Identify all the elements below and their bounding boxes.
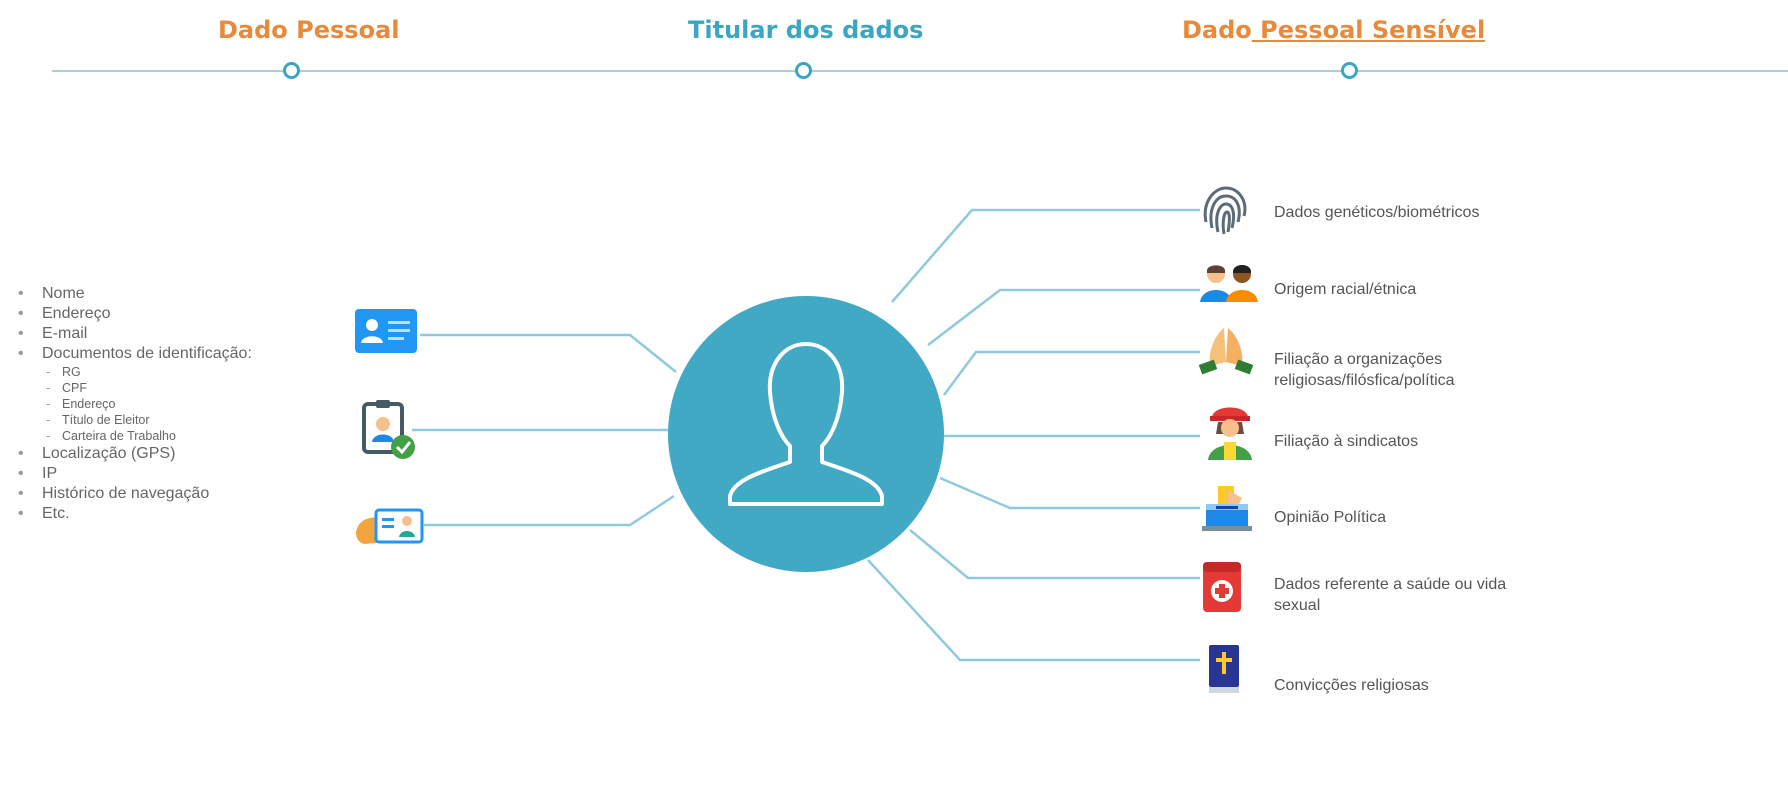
people-icon xyxy=(1200,265,1258,302)
connector-fingerprint xyxy=(891,208,1200,303)
connector-medical xyxy=(909,529,1200,580)
header-dado-pessoal: Dado Pessoal xyxy=(218,16,400,44)
sublist-item: Carteira de Trabalho xyxy=(42,428,252,444)
sensitive-label-health: Dados referente a saúde ou vida sexual xyxy=(1274,574,1506,616)
worker-icon xyxy=(1208,407,1252,460)
sensitive-label-religious: Convicções religiosas xyxy=(1274,677,1429,694)
list-item: Nome xyxy=(18,284,252,304)
hand-card-icon xyxy=(356,508,424,544)
list-item-label: Documentos de identificação: xyxy=(42,345,252,362)
sensitive-label-ethnic: Origem racial/étnica xyxy=(1274,281,1417,298)
sublist-item: Título de Eleitor xyxy=(42,412,252,428)
sublist-item: CPF xyxy=(42,380,252,396)
id-card-icon xyxy=(355,309,417,353)
header-titular-dos-dados: Titular dos dados xyxy=(688,16,924,44)
sublist-item: Endereço xyxy=(42,396,252,412)
sublist-item: RG xyxy=(42,364,252,380)
connector-praying-hands xyxy=(942,350,1200,396)
sensitive-label-unions: Filiação à sindicatos xyxy=(1274,433,1419,450)
timeline-node-holder xyxy=(795,62,812,79)
user-silhouette-icon xyxy=(728,342,884,506)
connector-bible xyxy=(867,559,1200,662)
documents-sublist: RG CPF Endereço Título de Eleitor Cartei… xyxy=(42,364,252,444)
list-item: Endereço xyxy=(18,304,252,324)
personal-data-list: Nome Endereço E-mail Documentos de ident… xyxy=(18,284,252,524)
bible-icon xyxy=(1209,645,1239,693)
connector-people xyxy=(927,288,1200,346)
ballot-box-icon xyxy=(1202,486,1252,531)
sensitive-label-biometric: Dados genéticos/biométricos xyxy=(1274,204,1480,221)
label-line: Dados referente a saúde ou vida xyxy=(1274,576,1507,593)
label-line: religiosas/filósfica/política xyxy=(1274,372,1455,389)
medical-kit-icon xyxy=(1203,562,1241,612)
label-line: sexual xyxy=(1274,597,1321,614)
list-item: Localização (GPS) xyxy=(18,444,252,464)
header-sensitive-rest: Pessoal Sensível xyxy=(1251,16,1486,44)
fingerprint-icon xyxy=(1203,186,1247,235)
timeline-node-personal xyxy=(283,62,300,79)
list-item: E-mail xyxy=(18,324,252,344)
timeline-node-sensitive xyxy=(1341,62,1358,79)
header-dado-pessoal-sensivel: Dado Pessoal Sensível xyxy=(1182,16,1485,44)
sensitive-label-political: Opinião Política xyxy=(1274,509,1387,526)
connector-ballot xyxy=(939,476,1200,510)
timeline-line xyxy=(52,70,1788,72)
connector-hand-card xyxy=(424,494,675,527)
list-item: Histórico de navegação xyxy=(18,484,252,504)
verified-badge-icon xyxy=(362,400,415,459)
connector-id-card xyxy=(420,333,677,373)
header-sensitive-prefix: Dado xyxy=(1182,16,1252,44)
sensitive-label-religious-org: Filiação a organizações religiosas/filós… xyxy=(1274,349,1455,391)
list-item: Etc. xyxy=(18,504,252,524)
label-line: Filiação a organizações xyxy=(1274,351,1443,368)
list-item: IP xyxy=(18,464,252,484)
praying-hands-icon xyxy=(1198,328,1254,375)
list-item-documents: Documentos de identificação: RG CPF Ende… xyxy=(18,344,252,444)
data-subject-circle xyxy=(668,296,944,572)
